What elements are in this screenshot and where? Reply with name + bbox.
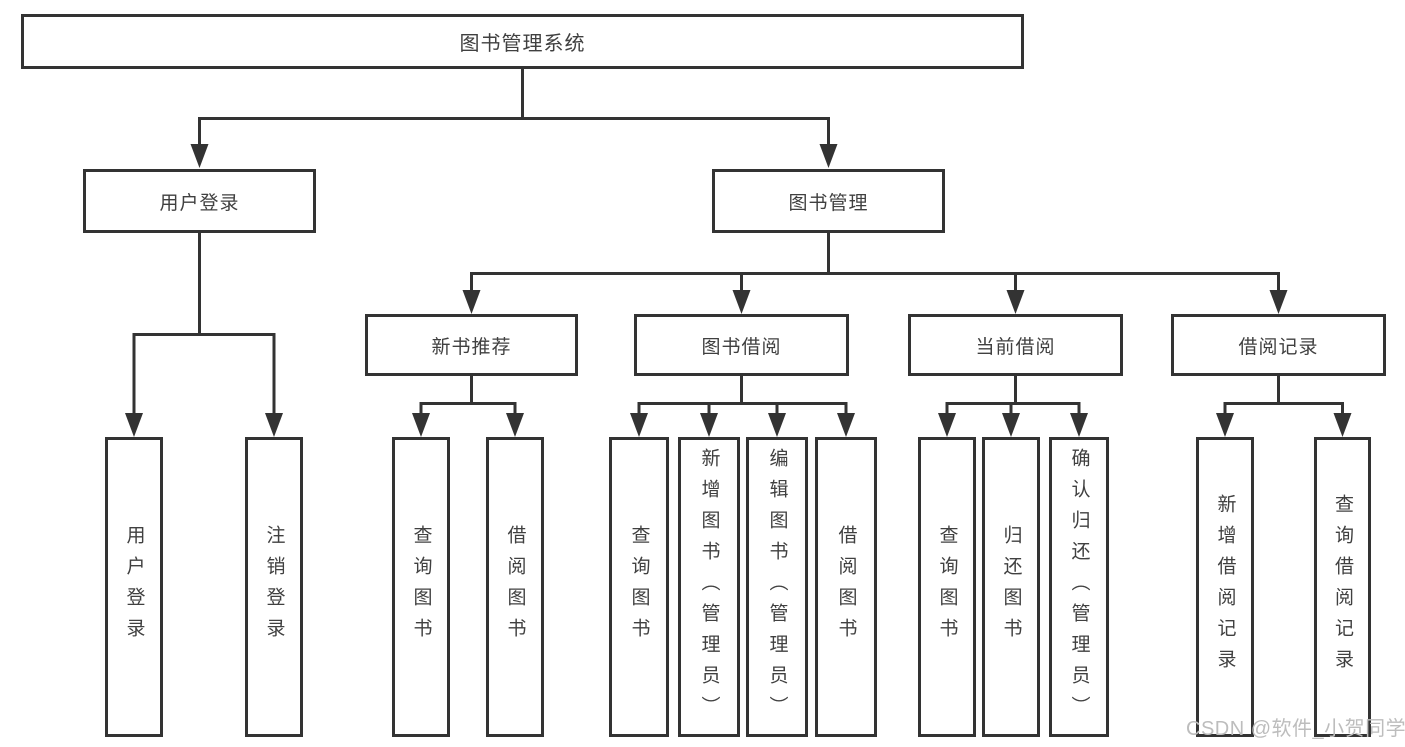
connector-current-borrow — [945, 376, 1081, 418]
connector-line-group — [132, 69, 1344, 418]
node-leaf-cb-return-books-label: 归还图书 — [1000, 525, 1022, 649]
node-leaf-rec-query-books: 查询图书 — [392, 437, 450, 737]
node-root: 图书管理系统 — [21, 14, 1024, 69]
arrow-down-icon — [1269, 290, 1288, 314]
node-leaf-bb-query-books: 查询图书 — [609, 437, 669, 737]
arrow-down-icon — [837, 413, 855, 437]
connector-new-book-rec — [419, 376, 517, 418]
node-leaf-bb-add-books-admin-label: 新增图书（管理员） — [698, 447, 720, 727]
node-leaf-br-query-record-label: 查询借阅记录 — [1332, 494, 1353, 680]
node-leaf-cb-confirm-return-admin-label: 确认归还（管理员） — [1068, 447, 1090, 727]
arrow-down-icon — [1216, 413, 1234, 437]
node-leaf-br-query-record: 查询借阅记录 — [1314, 437, 1371, 737]
arrow-down-icon — [938, 413, 956, 437]
node-borrowing-records-label: 借阅记录 — [1238, 336, 1319, 358]
node-leaf-user-login: 用户登录 — [105, 437, 163, 737]
arrow-down-icon — [1002, 413, 1020, 437]
arrow-down-icon — [412, 413, 430, 437]
arrow-down-icon — [700, 413, 718, 437]
node-leaf-rec-borrow-books: 借阅图书 — [486, 437, 544, 737]
arrow-down-icon — [125, 413, 143, 437]
node-leaf-logout-label: 注销登录 — [263, 525, 285, 649]
node-leaf-user-login-label: 用户登录 — [123, 525, 145, 649]
arrow-down-icon — [265, 413, 283, 437]
node-leaf-logout: 注销登录 — [245, 437, 303, 737]
node-leaf-cb-query-books: 查询图书 — [918, 437, 976, 737]
arrow-down-icon — [732, 290, 751, 314]
node-book-borrowing: 图书借阅 — [634, 314, 849, 376]
node-new-book-recommend: 新书推荐 — [365, 314, 578, 376]
arrow-down-icon — [1070, 413, 1088, 437]
node-new-book-recommend-label: 新书推荐 — [431, 336, 512, 358]
arrow-down-icon — [462, 290, 481, 314]
node-book-management: 图书管理 — [712, 169, 945, 233]
node-leaf-bb-edit-books-admin-label: 编辑图书（管理员） — [766, 447, 788, 727]
node-leaf-rec-query-books-label: 查询图书 — [410, 525, 432, 649]
node-leaf-br-add-record-label: 新增借阅记录 — [1214, 494, 1236, 680]
node-leaf-bb-borrow-books-label: 借阅图书 — [835, 525, 857, 649]
node-leaf-cb-query-books-label: 查询图书 — [936, 525, 958, 649]
node-book-management-label: 图书管理 — [788, 192, 869, 214]
node-leaf-bb-query-books-label: 查询图书 — [628, 525, 650, 649]
connector-book-mgmt — [470, 233, 1280, 294]
node-user-login: 用户登录 — [83, 169, 316, 233]
node-user-login-label: 用户登录 — [159, 192, 240, 214]
node-current-borrowing: 当前借阅 — [908, 314, 1123, 376]
node-leaf-cb-confirm-return-admin: 确认归还（管理员） — [1049, 437, 1109, 737]
arrow-down-icon — [190, 144, 209, 168]
node-leaf-bb-add-books-admin: 新增图书（管理员） — [678, 437, 740, 737]
node-leaf-bb-edit-books-admin: 编辑图书（管理员） — [746, 437, 808, 737]
node-leaf-br-add-record: 新增借阅记录 — [1196, 437, 1254, 737]
arrow-down-icon — [1006, 290, 1025, 314]
arrowhead-group — [125, 144, 1352, 437]
node-root-label: 图书管理系统 — [459, 33, 586, 55]
node-current-borrowing-label: 当前借阅 — [975, 336, 1056, 358]
node-leaf-bb-borrow-books: 借阅图书 — [815, 437, 877, 737]
connector-book-borrow — [637, 376, 848, 418]
connector-root — [198, 69, 830, 148]
connector-user-login — [132, 233, 276, 418]
arrow-down-icon — [819, 144, 838, 168]
arrow-down-icon — [630, 413, 648, 437]
node-leaf-rec-borrow-books-label: 借阅图书 — [504, 525, 526, 649]
connector-borrow-records — [1223, 376, 1344, 418]
node-book-borrowing-label: 图书借阅 — [701, 336, 782, 358]
arrow-down-icon — [1333, 413, 1352, 437]
watermark: CSDN @软件_小贺同学 — [1186, 718, 1405, 740]
arrow-down-icon — [506, 413, 524, 437]
arrow-down-icon — [768, 413, 786, 437]
node-borrowing-records: 借阅记录 — [1171, 314, 1386, 376]
node-leaf-cb-return-books: 归还图书 — [982, 437, 1040, 737]
